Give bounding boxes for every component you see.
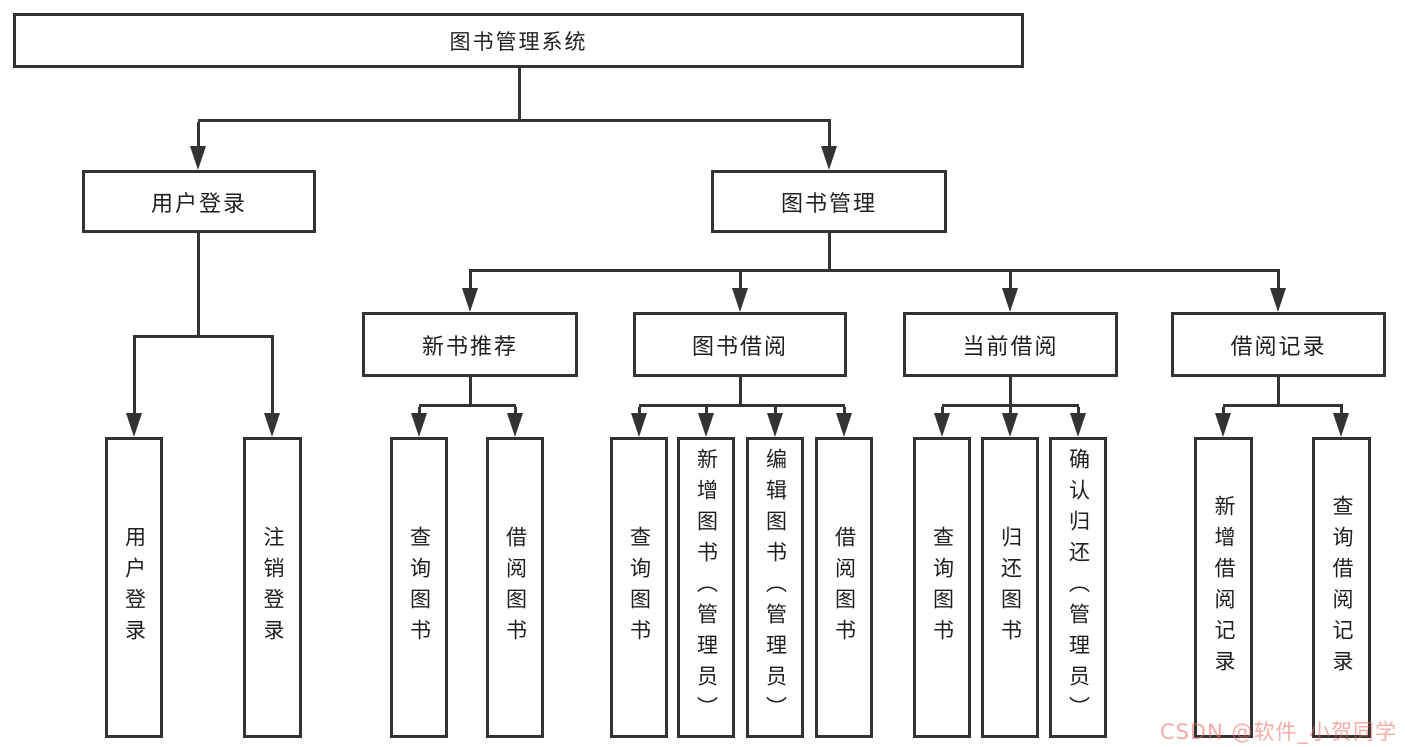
- arrowhead-down-icon: [836, 413, 852, 437]
- node-label: 确认归还（管理员）: [1066, 448, 1091, 727]
- connector-root-hline: [198, 119, 831, 122]
- node-logout-login-leaf: 注销登录: [243, 437, 302, 738]
- connector-bookmgmt-branch-hline: [469, 269, 1280, 272]
- node-book-borrowing: 图书借阅: [633, 312, 847, 377]
- connector-user-branch-stem: [197, 233, 200, 335]
- node-query-books: 查询图书: [610, 437, 668, 738]
- node-edit-books-admin: 编辑图书（管理员）: [746, 437, 804, 738]
- node-book-management: 图书管理: [711, 170, 947, 233]
- connector-sub-hline: [942, 404, 1079, 407]
- arrowhead-down-icon: [411, 413, 427, 437]
- arrowhead-down-icon: [821, 146, 837, 170]
- node-add-books-admin: 新增图书（管理员）: [677, 437, 735, 738]
- node-confirm-return-admin: 确认归还（管理员）: [1049, 437, 1107, 738]
- node-label: 新增借阅记录: [1212, 494, 1236, 681]
- arrowhead-down-icon: [732, 288, 748, 312]
- node-query-books: 查询图书: [913, 437, 971, 738]
- connector-leaf-stem: [843, 407, 846, 413]
- connector-sub-stem: [469, 377, 472, 404]
- connector-leaf-stem: [418, 407, 421, 413]
- node-borrow-books: 借阅图书: [815, 437, 873, 738]
- connector-leaf-stem: [1077, 407, 1080, 413]
- node-label: 注销登录: [261, 525, 285, 650]
- node-label: 查询图书: [930, 525, 955, 650]
- connector-leaf-stem: [1340, 407, 1343, 413]
- node-library-management-system: 图书管理系统: [13, 13, 1024, 68]
- connector-leaf-stem: [514, 407, 517, 413]
- connector-leaf-stem: [774, 407, 777, 413]
- node-query-borrow-record: 查询借阅记录: [1312, 437, 1371, 738]
- connector-sub-stem: [1277, 377, 1280, 404]
- arrowhead-down-icon: [1002, 413, 1018, 437]
- arrowhead-down-icon: [1215, 413, 1231, 437]
- arrowhead-down-icon: [126, 413, 142, 437]
- arrowhead-down-icon: [1070, 413, 1086, 437]
- node-label: 用户登录: [122, 525, 147, 650]
- connector-sub-stem: [739, 377, 742, 404]
- node-new-book-recommendation: 新书推荐: [362, 312, 578, 377]
- arrowhead-down-icon: [1270, 288, 1286, 312]
- node-label: 借阅图书: [832, 525, 857, 650]
- node-return-books: 归还图书: [981, 437, 1039, 738]
- connector-leaf-stem: [133, 338, 136, 413]
- arrowhead-down-icon: [190, 146, 206, 170]
- node-label: 查询图书: [627, 525, 652, 650]
- connector-bookmgmt-branch-stem: [828, 233, 831, 269]
- arrowhead-down-icon: [767, 413, 783, 437]
- node-label: 借阅图书: [503, 525, 528, 650]
- node-label: 查询图书: [407, 525, 432, 650]
- arrowhead-down-icon: [1002, 288, 1018, 312]
- connector-leaf-stem: [705, 407, 708, 413]
- arrowhead-down-icon: [631, 413, 647, 437]
- node-current-borrowing: 当前借阅: [903, 312, 1118, 377]
- node-label: 编辑图书（管理员）: [763, 448, 788, 727]
- node-label: 新增图书（管理员）: [694, 448, 719, 727]
- node-borrowing-records: 借阅记录: [1171, 312, 1386, 377]
- connector-leaf-stem: [1009, 272, 1012, 288]
- node-user-login-leaf: 用户登录: [105, 437, 163, 738]
- connector-leaf-stem: [1009, 407, 1012, 413]
- node-label: 用户登录: [150, 191, 247, 217]
- node-label: 图书管理系统: [449, 29, 588, 54]
- node-label: 图书借阅: [691, 334, 788, 360]
- node-label: 当前借阅: [962, 334, 1059, 360]
- connector-sub-hline: [419, 404, 516, 407]
- connector-leaf-stem: [1277, 272, 1280, 288]
- connector-leaf-stem: [271, 338, 274, 413]
- node-query-books: 查询图书: [390, 437, 448, 738]
- node-label: 归还图书: [998, 525, 1023, 650]
- connector-user-login-stem: [197, 122, 200, 148]
- connector-book-mgmt-stem: [828, 122, 831, 148]
- connector-root-stem: [518, 68, 521, 119]
- arrowhead-down-icon: [698, 413, 714, 437]
- node-label: 查询借阅记录: [1330, 494, 1354, 681]
- node-add-borrow-record: 新增借阅记录: [1194, 437, 1253, 738]
- node-borrow-books: 借阅图书: [486, 437, 544, 738]
- connector-leaf-stem: [1222, 407, 1225, 413]
- connector-leaf-stem: [941, 407, 944, 413]
- connector-leaf-stem: [469, 272, 472, 288]
- connector-sub-stem: [1009, 377, 1012, 404]
- connector-sub-hline: [639, 404, 845, 407]
- connector-leaf-stem: [739, 272, 742, 288]
- connector-user-branch-hline: [133, 335, 274, 338]
- arrowhead-down-icon: [462, 288, 478, 312]
- arrowhead-down-icon: [507, 413, 523, 437]
- arrowhead-down-icon: [934, 413, 950, 437]
- node-user-login: 用户登录: [82, 170, 316, 233]
- arrowhead-down-icon: [264, 413, 280, 437]
- connector-sub-hline: [1223, 404, 1343, 407]
- connector-leaf-stem: [638, 407, 641, 413]
- csdn-watermark: CSDN @软件_小贺同学: [1159, 720, 1397, 744]
- node-label: 图书管理: [780, 191, 877, 217]
- node-label: 借阅记录: [1230, 334, 1327, 360]
- arrowhead-down-icon: [1333, 413, 1349, 437]
- node-label: 新书推荐: [421, 334, 518, 360]
